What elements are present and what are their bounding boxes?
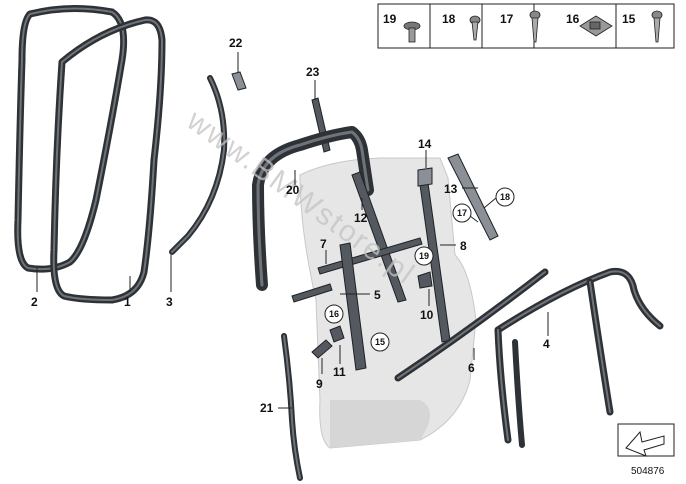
hardware-item-17: 17 <box>500 10 541 43</box>
callout-11: 11 <box>333 365 346 379</box>
circled-callout-19: 19 <box>414 246 434 266</box>
svg-text:15: 15 <box>375 337 385 347</box>
callout-6: 6 <box>468 361 475 375</box>
part-1-body-seal <box>50 16 166 304</box>
callout-1: 1 <box>124 295 131 309</box>
callout-20: 20 <box>286 183 300 197</box>
part-20-door-frame <box>252 126 374 291</box>
callout-7: 7 <box>320 237 327 251</box>
svg-text:16: 16 <box>329 309 339 319</box>
part-22-clip <box>231 71 247 91</box>
part-2-door-seal <box>14 4 128 273</box>
svg-text:18: 18 <box>442 12 456 26</box>
document-number: 504876 <box>631 466 665 477</box>
clip-nut-icon <box>579 15 613 37</box>
hardware-item-16: 16 <box>566 12 613 37</box>
part-14-bracket <box>417 167 433 187</box>
callout-10: 10 <box>420 308 434 322</box>
circled-callout-15: 15 <box>370 332 390 352</box>
flat-head-screw-icon <box>403 21 421 43</box>
callout-14: 14 <box>418 137 432 151</box>
callout-23: 23 <box>306 65 320 79</box>
part-11-pillar-strip <box>339 242 367 371</box>
hardware-item-15: 15 <box>622 10 663 43</box>
hardware-legend: 19 18 17 16 <box>377 3 675 49</box>
svg-text:16: 16 <box>566 12 580 26</box>
callout-21: 21 <box>260 401 274 415</box>
part-5-inner-belt <box>291 283 333 303</box>
circled-callout-18: 18 <box>495 187 515 207</box>
part-13-trim <box>447 153 499 241</box>
svg-text:19: 19 <box>383 12 397 26</box>
hardware-item-19: 19 <box>383 12 421 43</box>
callout-4: 4 <box>543 337 550 351</box>
callout-3: 3 <box>166 295 173 309</box>
self-tapping-screw-icon <box>529 10 541 43</box>
callout-9: 9 <box>316 377 323 391</box>
part-9-clip <box>311 325 345 359</box>
circled-callout-16: 16 <box>324 304 344 324</box>
circled-callout-17: 17 <box>452 203 472 223</box>
part-10-clip <box>417 271 433 289</box>
part-12-window-channel <box>351 171 407 303</box>
callout-22: 22 <box>229 36 243 50</box>
callout-labels: 2 1 3 22 23 20 12 7 5 14 13 8 10 9 11 6 … <box>31 36 550 415</box>
svg-text:19: 19 <box>419 251 429 261</box>
part-6-belt-strip <box>394 268 549 382</box>
part-4-window-frame-seal <box>494 267 664 448</box>
arrow-direction-icon <box>617 423 675 457</box>
callout-5: 5 <box>374 288 381 302</box>
callout-12: 12 <box>354 211 368 225</box>
self-tapping-screw-icon <box>651 10 663 43</box>
svg-text:15: 15 <box>622 12 636 26</box>
callout-8: 8 <box>460 239 467 253</box>
hardware-item-18: 18 <box>442 12 481 41</box>
svg-text:18: 18 <box>500 192 510 202</box>
part-21-lower-strip <box>281 333 303 481</box>
leader-lines <box>36 52 549 409</box>
pan-head-screw-icon <box>469 15 481 41</box>
callout-13: 13 <box>444 182 458 196</box>
svg-text:17: 17 <box>500 12 514 26</box>
svg-text:17: 17 <box>457 208 467 218</box>
circled-callouts: 16 15 19 17 18 <box>324 187 515 352</box>
callout-2: 2 <box>31 295 38 309</box>
part-3-pillar-trim <box>169 75 228 255</box>
